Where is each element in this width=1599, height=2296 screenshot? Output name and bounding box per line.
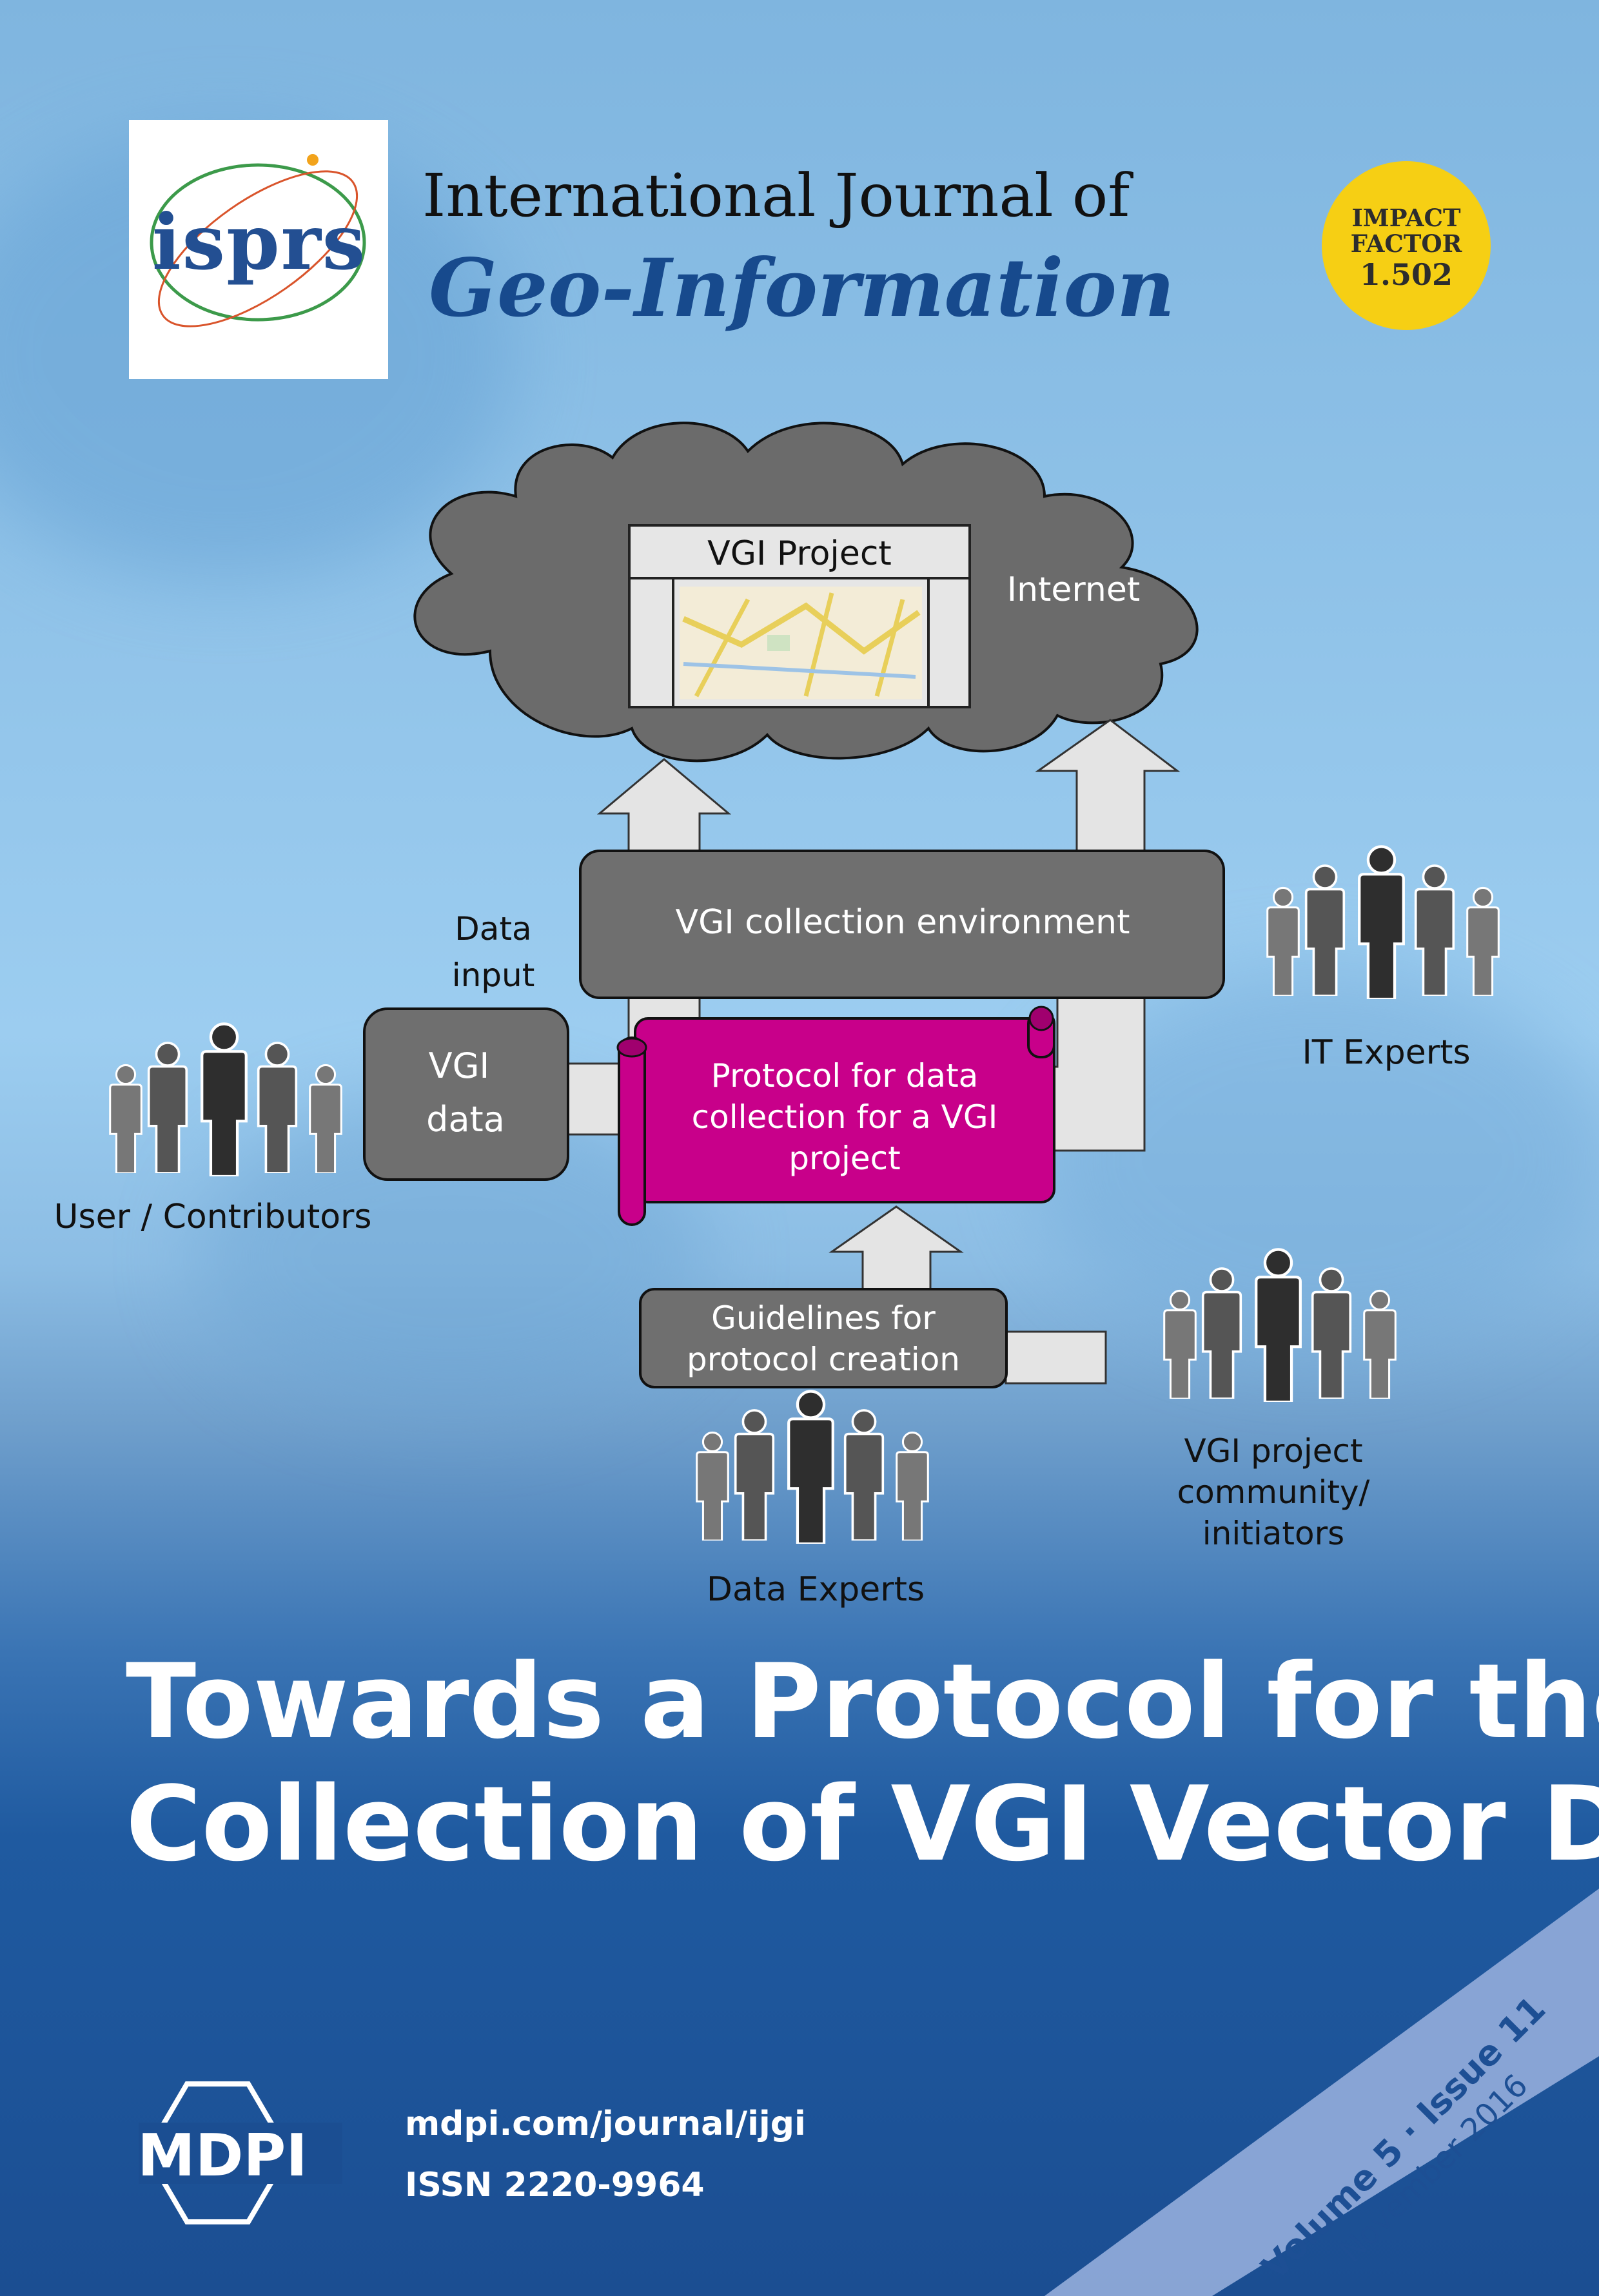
community-label-line1: VGI project xyxy=(1184,1432,1362,1470)
vgi-project-title: VGI Project xyxy=(707,534,892,573)
it-experts-people-icon xyxy=(1266,846,1500,999)
issn-number: ISSN 2220-9964 xyxy=(405,2166,705,2204)
arrow-up-right xyxy=(1035,719,1181,852)
impact-value: 1.502 xyxy=(1359,257,1453,292)
vgi-data-box xyxy=(363,1007,569,1181)
arrow-up-to-protocol xyxy=(829,1205,964,1290)
article-title-line1: Towards a Protocol for the xyxy=(126,1641,1599,1762)
it-experts-label: IT Experts xyxy=(1302,1033,1470,1072)
user-contributors-label: User / Contributors xyxy=(54,1198,371,1236)
mdpi-logo-text: MDPI xyxy=(137,2122,308,2190)
protocol-label-line1: Protocol for data xyxy=(711,1057,979,1094)
guidelines-box xyxy=(639,1288,1008,1388)
vgi-project-window: VGI Project xyxy=(628,524,971,708)
isprs-logo-text: isprs xyxy=(152,197,367,287)
connector-data-to-protocol xyxy=(566,1062,627,1136)
article-title-line2: Collection of VGI Vector Data xyxy=(126,1764,1599,1884)
vgi-data-label-line2: data xyxy=(426,1099,505,1140)
protocol-label-line2: collection for a VGI xyxy=(692,1098,998,1136)
community-label-line3: initiators xyxy=(1202,1515,1344,1552)
journal-title-line1: International Journal of xyxy=(422,161,1130,230)
protocol-label-line3: project xyxy=(789,1140,901,1177)
article-title: Towards a Protocol for the Collection of… xyxy=(126,1640,1599,1885)
vgi-data-label-line1: VGI xyxy=(429,1046,490,1086)
guidelines-label-line1: Guidelines for xyxy=(711,1299,936,1337)
impact-label: IMPACT xyxy=(1351,204,1461,232)
impact-factor-badge: IMPACT FACTOR 1.502 xyxy=(1322,161,1491,330)
user-contributors-people-icon xyxy=(108,1024,343,1176)
internet-label: Internet xyxy=(1007,570,1140,609)
map-thumbnail xyxy=(680,587,922,699)
protocol-scroll: Protocol for data collection for a VGI p… xyxy=(616,1006,1055,1226)
data-experts-label: Data Experts xyxy=(707,1570,925,1609)
isprs-orbit-graphic xyxy=(150,154,366,327)
data-input-label-line1: Data xyxy=(455,910,531,948)
arrow-up-left xyxy=(596,758,732,852)
mdpi-logo: MDPI xyxy=(137,2081,342,2224)
data-experts-people-icon xyxy=(695,1391,930,1544)
community-people-icon xyxy=(1162,1249,1397,1402)
vgi-collection-environment-box xyxy=(579,850,1225,999)
data-input-label-line2: input xyxy=(452,957,535,994)
connector-community xyxy=(1005,1330,1107,1385)
guidelines-label-line2: protocol creation xyxy=(687,1341,960,1378)
journal-url[interactable]: mdpi.com/journal/ijgi xyxy=(405,2105,806,2143)
vgi-collection-environment-label: VGI collection environment xyxy=(676,903,1130,942)
factor-label: FACTOR xyxy=(1350,229,1462,258)
journal-title-line2: Geo-Information xyxy=(429,242,1175,335)
community-label-line2: community/ xyxy=(1177,1474,1370,1511)
isprs-logo: isprs xyxy=(129,120,388,379)
